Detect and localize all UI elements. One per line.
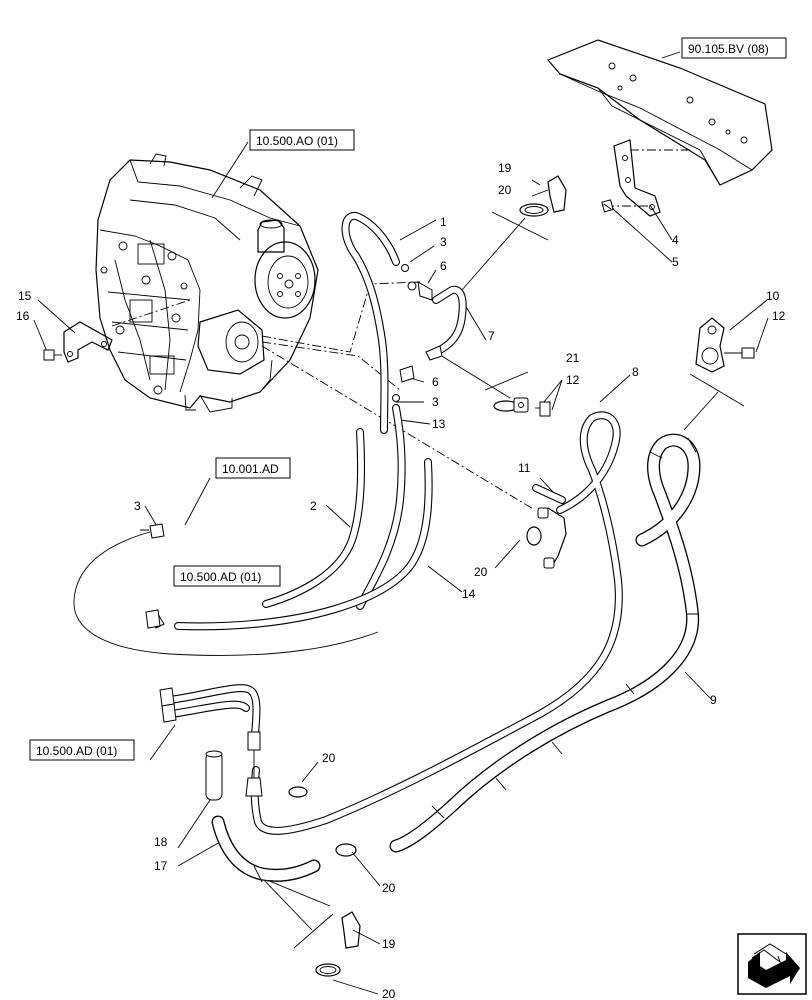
hose-1 — [341, 212, 400, 434]
ref-box-10-001-ad[interactable]: 10.001.AD — [215, 457, 291, 479]
callout-6-top: 6 — [440, 259, 447, 273]
line-7 — [392, 264, 467, 402]
callout-18: 18 — [154, 835, 168, 849]
callout-12-upper: 12 — [772, 309, 786, 323]
hose-8 — [250, 411, 623, 835]
bolt-16 — [43, 349, 62, 361]
hose-9 — [389, 433, 701, 853]
bolt-5 — [601, 199, 614, 213]
callout-9: 9 — [710, 693, 717, 707]
connection-lines — [111, 281, 536, 531]
callout-20-mid: 20 — [474, 565, 488, 579]
callout-6-mid: 6 — [432, 375, 439, 389]
callout-8: 8 — [632, 365, 639, 379]
lower-connector-harness — [145, 609, 263, 797]
next-page-arrow-icon[interactable] — [737, 933, 807, 995]
mounting-bracket — [612, 139, 690, 217]
callout-4: 4 — [672, 233, 679, 247]
engine-assembly — [95, 153, 319, 413]
ref-box-10-500-ad-upper[interactable]: 10.500.AD (01) — [173, 565, 281, 587]
callout-11: 11 — [518, 461, 531, 475]
callout-19-upper: 19 — [498, 161, 512, 175]
callout-13: 13 — [432, 417, 446, 431]
hose-11 — [532, 484, 566, 504]
ref-box-10-500-ao[interactable]: 10.500.AO (01) — [249, 129, 355, 151]
callout-12-lower: 12 — [566, 373, 580, 387]
ref-label-10-001-ad: 10.001.AD — [222, 462, 279, 476]
clip-21 — [493, 397, 529, 413]
clip-19-upper — [519, 175, 567, 217]
hose-13 — [356, 404, 406, 610]
ref-label-10-500-ao: 10.500.AO (01) — [256, 134, 338, 148]
callout-20-lowmid: 20 — [322, 751, 336, 765]
callout-3-mid: 3 — [432, 395, 439, 409]
bolt-12-upper — [724, 347, 755, 359]
detail-cut-marks — [261, 211, 745, 949]
hose-2 — [262, 428, 366, 608]
ref-label-10-500-ad-lower: 10.500.AD (01) — [36, 744, 117, 758]
callout-3-left: 3 — [134, 499, 141, 513]
clip-19-lower — [341, 911, 361, 949]
fitting-20-mid — [526, 507, 567, 569]
ring-20-group — [288, 786, 357, 977]
bracket-15 — [63, 321, 113, 363]
callout-2: 2 — [310, 499, 317, 513]
ref-box-90-105-bv[interactable]: 90.105.BV (08) — [681, 37, 787, 59]
callout-15: 15 — [18, 289, 32, 303]
callout-20-low: 20 — [382, 881, 396, 895]
callout-14: 14 — [462, 587, 476, 601]
callout-10: 10 — [766, 289, 780, 303]
callout-3-top: 3 — [440, 235, 447, 249]
ref-box-10-500-ad-lower[interactable]: 10.500.AD (01) — [29, 739, 135, 761]
line-3-lower — [73, 523, 379, 656]
callout-21: 21 — [566, 351, 580, 365]
callout-20-upper: 20 — [498, 183, 512, 197]
ref-label-10-500-ad-upper: 10.500.AD (01) — [180, 570, 261, 584]
hose-18 — [205, 750, 223, 801]
callout-7: 7 — [488, 329, 495, 343]
hose-17 — [211, 815, 321, 883]
frame-rail — [546, 39, 773, 186]
callout-16: 16 — [16, 309, 30, 323]
callout-20-bottom: 20 — [382, 987, 396, 1000]
callout-19-lower: 19 — [382, 937, 396, 951]
ref-label-90-105-bv: 90.105.BV (08) — [688, 42, 769, 56]
bolt-12-lower — [535, 401, 551, 417]
callout-5: 5 — [672, 255, 679, 269]
callout-17: 17 — [154, 859, 168, 873]
leader-lines — [33, 51, 769, 995]
callout-1: 1 — [440, 215, 447, 229]
clip-10 — [695, 317, 725, 373]
